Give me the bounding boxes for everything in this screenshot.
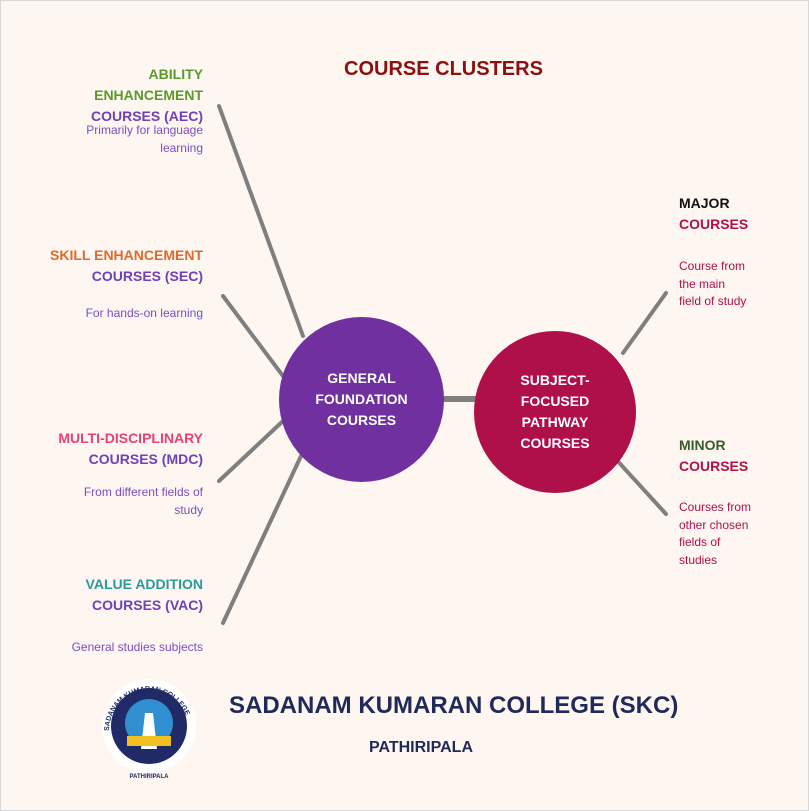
circle-label-line: COURSES xyxy=(520,435,590,451)
sec-title: SKILL ENHANCEMENT xyxy=(50,247,203,263)
circle-label-line: FOUNDATION xyxy=(315,391,408,407)
subject-focused-circle: SUBJECT- FOCUSED PATHWAY COURSES xyxy=(474,331,636,493)
vac-courses: COURSES (VAC) xyxy=(92,597,203,613)
circle-label-line: SUBJECT- xyxy=(520,372,590,388)
college-place: PATHIRIPALA xyxy=(369,739,473,756)
circle-label-line: PATHWAY xyxy=(521,414,589,430)
circle-label-line: COURSES xyxy=(326,412,397,428)
diagram-title: COURSE CLUSTERS xyxy=(344,58,543,80)
minor-title: MINOR xyxy=(679,437,726,453)
connector-minor xyxy=(611,454,668,516)
minor-courses: COURSES xyxy=(679,458,749,474)
aec-courses: COURSES (AEC) xyxy=(90,108,203,124)
connector-aec xyxy=(217,104,305,338)
general-foundation-circle: GENERAL FOUNDATION COURSES xyxy=(279,317,444,482)
connector-vac xyxy=(221,454,303,625)
major-courses: COURSES xyxy=(679,216,749,232)
circle-label-line: FOCUSED xyxy=(520,393,590,409)
college-name: SADANAM KUMARAN COLLEGE (SKC) xyxy=(229,692,679,719)
sec-courses: COURSES (SEC) xyxy=(91,268,203,284)
mdc-courses: COURSES (MDC) xyxy=(88,451,203,467)
major-title: MAJOR xyxy=(679,195,730,211)
connector-major xyxy=(621,291,668,355)
sec-description: For hands-on learning xyxy=(85,306,203,320)
connector-mdc xyxy=(217,419,285,483)
connector-sec xyxy=(221,294,285,378)
vac-description: General studies subjects xyxy=(71,640,203,654)
mdc-title: MULTI-DISCIPLINARY xyxy=(58,430,203,446)
circle-label-line: GENERAL xyxy=(327,370,396,386)
vac-title: VALUE ADDITION xyxy=(85,576,203,592)
